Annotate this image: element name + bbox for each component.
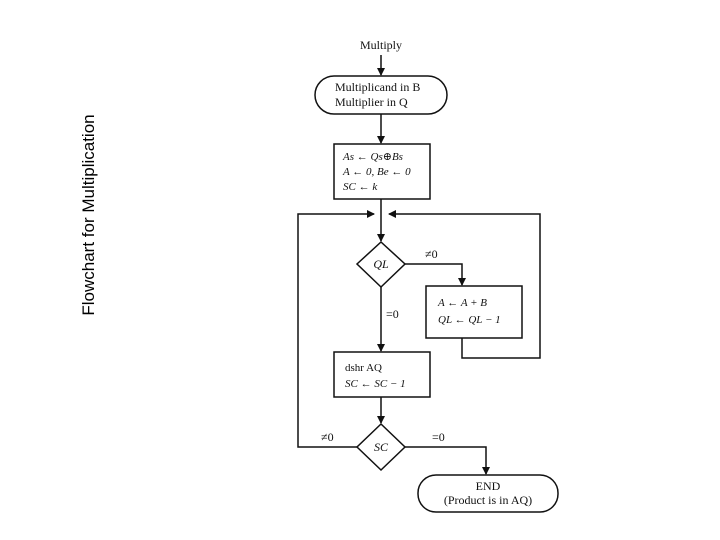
arrow-sc-end: [405, 446, 490, 475]
end-line2: (Product is in AQ): [444, 493, 532, 507]
shift-line1: dshr AQ: [345, 362, 382, 374]
arrow-ql-add: [405, 263, 466, 286]
add-box: [425, 285, 523, 339]
decision-sc-loop-label: ≠0: [321, 430, 334, 444]
decision-ql-yes-label: ≠0: [425, 247, 438, 261]
shift-line2: SC ← SC − 1: [345, 378, 406, 390]
decision-ql-label: QL: [373, 257, 389, 271]
decision-sc: [355, 422, 407, 472]
init-line1: Multiplicand in B: [335, 80, 420, 94]
add-line2: QL ← QL − 1: [438, 314, 501, 326]
start-label: Multiply: [360, 38, 402, 52]
setup-line2: A ← 0, Be ← 0: [342, 166, 411, 178]
setup-box: [333, 143, 431, 200]
decision-sc-label: SC: [374, 440, 389, 454]
end-line1: END: [476, 479, 501, 493]
shift-box: [333, 351, 431, 398]
loop-left-line: [297, 210, 375, 448]
loop-right-line: [388, 210, 541, 359]
end-terminal: [417, 474, 559, 513]
setup-line1: As ← Qs⊕Bs: [342, 151, 403, 163]
decision-ql-no-label: =0: [386, 307, 399, 321]
decision-sc-done-label: =0: [432, 430, 445, 444]
setup-line3: SC ← k: [343, 181, 378, 193]
add-line1: A ← A + B: [437, 297, 487, 309]
init-line2: Multiplier in Q: [335, 95, 408, 109]
